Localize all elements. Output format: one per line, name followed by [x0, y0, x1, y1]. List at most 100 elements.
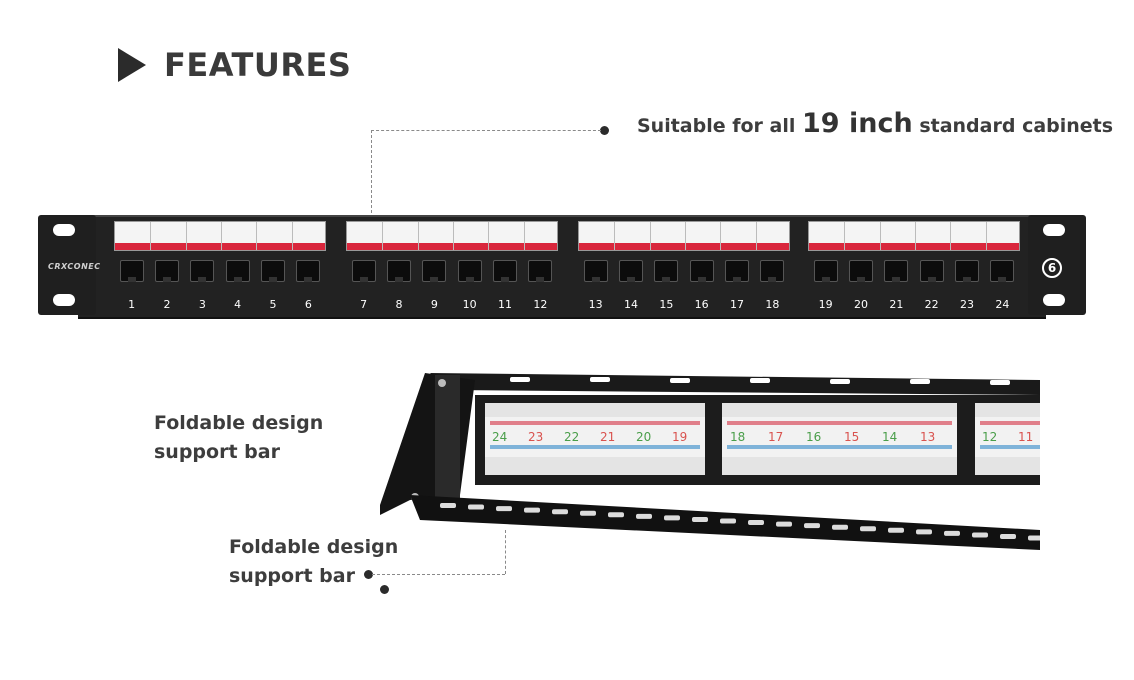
support-bar-caption-upper: Foldable design support bar	[154, 409, 323, 467]
back-port-number: 24	[492, 430, 507, 444]
back-port-number: 21	[600, 430, 615, 444]
leader-dot-top	[600, 126, 609, 135]
bar-slot	[776, 521, 792, 527]
port-number: 14	[624, 298, 638, 311]
back-port-number: 20	[636, 430, 651, 444]
rj45-port	[955, 260, 979, 282]
leader-dot-lower-2	[380, 585, 389, 594]
brand-logo: CRXCONEC	[48, 262, 101, 271]
leader-line-lower-v	[505, 530, 506, 574]
bar-slot	[916, 529, 932, 535]
rj45-port	[689, 260, 714, 282]
bar-slot	[608, 512, 624, 518]
port-number: 19	[818, 298, 833, 311]
label-divider	[720, 222, 722, 250]
port-number: 8	[395, 298, 403, 311]
rj45-port	[990, 260, 1015, 282]
port-number: 7	[360, 298, 368, 311]
label-divider	[150, 222, 152, 250]
caption-line: support bar	[154, 441, 280, 463]
bar-slot	[832, 524, 848, 530]
label-strip-accent	[579, 243, 789, 250]
label-divider	[523, 222, 525, 250]
back-port-number: 17	[768, 430, 783, 444]
bar-slot	[636, 513, 652, 519]
bar-slot	[804, 523, 820, 529]
label-divider	[915, 222, 916, 250]
label-divider	[417, 222, 419, 250]
port-number: 3	[198, 298, 206, 311]
leader-line-lower-h	[372, 574, 505, 575]
back-port-number: 13	[920, 430, 935, 444]
punch-block-2	[722, 403, 957, 475]
rj45-port	[119, 260, 144, 282]
label-strip	[346, 221, 558, 251]
back-port-number: 12	[982, 430, 997, 444]
rj45-port	[261, 260, 285, 282]
rj45-port	[190, 260, 215, 282]
features-heading: FEATURES	[118, 46, 351, 84]
bar-slot	[860, 526, 876, 532]
features-title: FEATURES	[164, 46, 352, 84]
label-divider	[685, 222, 686, 250]
label-strip	[578, 221, 790, 251]
side-arm	[380, 373, 475, 515]
label-divider	[879, 222, 881, 250]
bracket	[435, 375, 460, 500]
port-number: 9	[430, 298, 438, 311]
mount-hole	[53, 224, 75, 236]
back-port-number: 18	[730, 430, 745, 444]
back-port-number: 22	[564, 430, 579, 444]
label-divider	[256, 222, 258, 250]
caption-line: Foldable design	[229, 536, 399, 558]
rj45-port	[813, 260, 838, 282]
port-number: 15	[659, 298, 674, 311]
bar-slot	[888, 527, 904, 533]
rj45-port	[528, 260, 553, 282]
label-strip-accent	[115, 243, 325, 250]
mount-hole	[1043, 294, 1065, 306]
port-number: 4	[234, 298, 242, 311]
top-rail	[430, 373, 1040, 395]
port-number: 22	[924, 298, 939, 311]
mount-hole	[53, 294, 75, 306]
bar-slot	[552, 509, 568, 515]
support-bar-caption-lower: Foldable design support bar	[229, 533, 398, 591]
port-number: 23	[960, 298, 974, 311]
leader-line-top-v	[371, 130, 372, 218]
bar-slot	[944, 530, 960, 536]
rj45-port	[619, 260, 643, 282]
cabinet-caption-highlight: 19 inch	[802, 108, 913, 139]
cabinet-caption-prefix: Suitable for all	[637, 115, 803, 137]
bar-slot	[664, 515, 680, 521]
cat6-badge-icon: 6	[1042, 258, 1062, 278]
label-divider	[185, 222, 187, 250]
port-number: 24	[995, 298, 1010, 311]
support-bar-slots	[440, 503, 1040, 541]
play-triangle-icon	[118, 48, 146, 82]
color-code-strips	[490, 421, 1040, 449]
bar-slot	[524, 507, 540, 513]
rj45-port	[849, 260, 873, 282]
back-port-number: 11	[1018, 430, 1033, 444]
bar-slot	[972, 532, 988, 538]
bar-slot	[580, 510, 596, 516]
label-divider	[453, 222, 454, 250]
leader-line-top-h	[371, 130, 601, 131]
bar-slot	[496, 506, 512, 512]
bar-slot	[440, 503, 456, 508]
port-number: 6	[304, 298, 312, 311]
caption-line: support bar	[229, 565, 355, 587]
port-number: 20	[854, 298, 868, 311]
label-divider	[844, 222, 846, 250]
label-strip-accent	[809, 243, 1019, 250]
rj45-port	[351, 260, 376, 282]
bar-slot	[1028, 535, 1040, 541]
port-number: 2	[163, 298, 171, 311]
rj45-port	[387, 260, 411, 282]
